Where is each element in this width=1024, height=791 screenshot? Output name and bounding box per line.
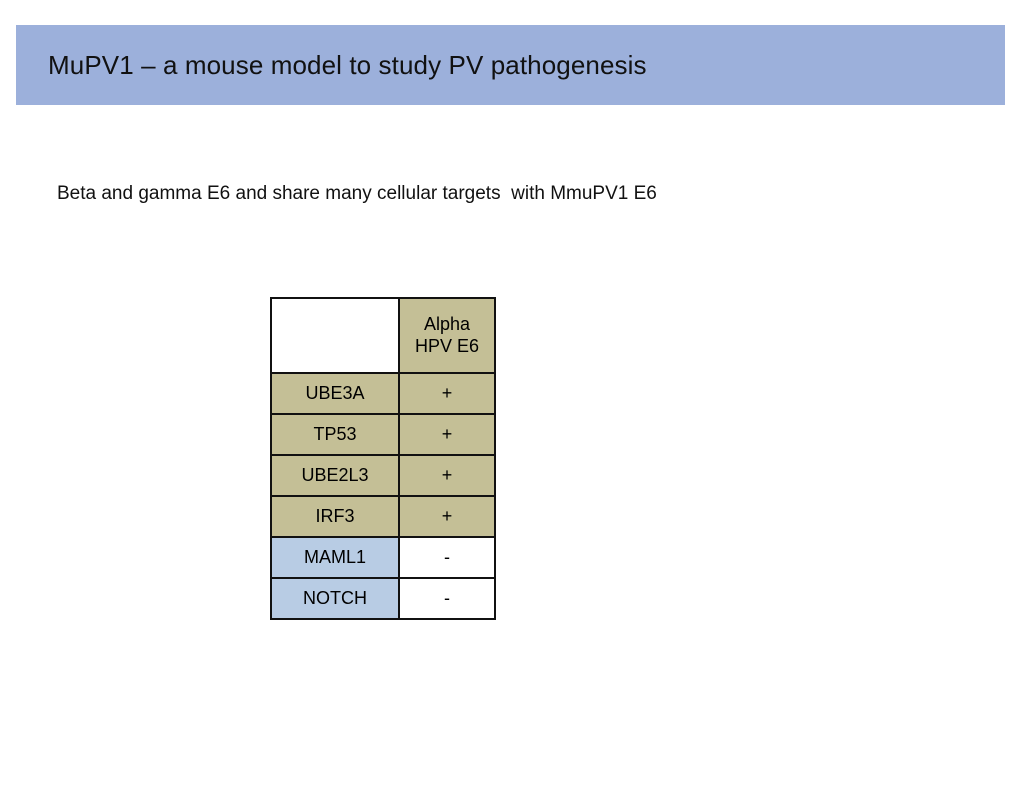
row-label-notch: NOTCH: [270, 577, 400, 620]
table-row: IRF3 +: [270, 495, 496, 538]
row-label-tp53: TP53: [270, 413, 400, 456]
row-value-ube2l3: +: [398, 454, 496, 497]
table-corner-cell: [270, 297, 400, 374]
row-value-tp53: +: [398, 413, 496, 456]
row-label-ube3a: UBE3A: [270, 372, 400, 415]
table-body: Alpha HPV E6 UBE3A + TP53 + UBE2L3 + IRF…: [270, 297, 496, 620]
table-row: NOTCH -: [270, 577, 496, 620]
column-header-line-1: Alpha: [423, 314, 471, 335]
row-label-ube2l3: UBE2L3: [270, 454, 400, 497]
table-row: UBE3A +: [270, 372, 496, 415]
row-label-irf3: IRF3: [270, 495, 400, 538]
table-header-row: Alpha HPV E6: [270, 297, 496, 374]
cellular-targets-table: Alpha HPV E6 UBE3A + TP53 + UBE2L3 + IRF…: [270, 297, 496, 620]
row-label-maml1: MAML1: [270, 536, 400, 579]
table-row: UBE2L3 +: [270, 454, 496, 497]
row-value-notch: -: [398, 577, 496, 620]
row-value-maml1: -: [398, 536, 496, 579]
page-title: MuPV1 – a mouse model to study PV pathog…: [48, 49, 647, 80]
subtitle-text: Beta and gamma E6 and share many cellula…: [57, 183, 657, 204]
table-row: MAML1 -: [270, 536, 496, 579]
table-row: TP53 +: [270, 413, 496, 456]
title-banner: MuPV1 – a mouse model to study PV pathog…: [16, 25, 1005, 105]
row-value-irf3: +: [398, 495, 496, 538]
column-header-line-2: HPV E6: [414, 335, 480, 356]
column-header-alpha-hpv-e6: Alpha HPV E6: [398, 297, 496, 374]
row-value-ube3a: +: [398, 372, 496, 415]
